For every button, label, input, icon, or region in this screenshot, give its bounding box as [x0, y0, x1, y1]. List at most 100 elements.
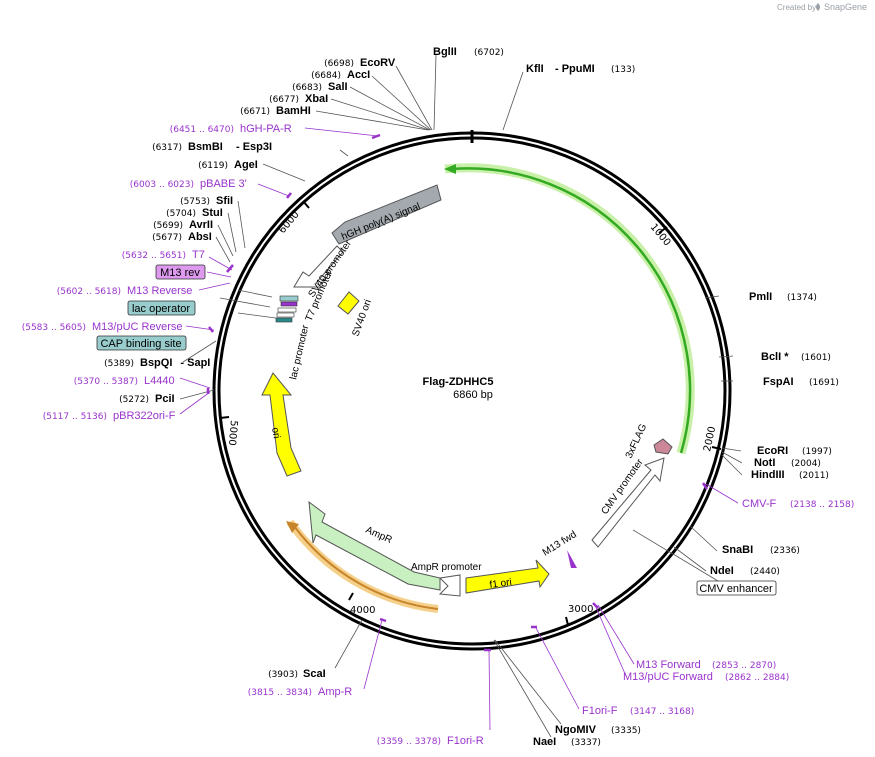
lac-promoter-label: lac promoter	[288, 323, 311, 380]
site-pos-bsmbi: (6317)	[152, 143, 182, 153]
primer-pos-pbabe3: (6003 .. 6023)	[130, 180, 194, 190]
tick-label-4000: 4000	[350, 605, 375, 616]
site-name-ecorv: EcoRV	[360, 57, 396, 69]
tick-6000	[302, 200, 310, 209]
ampr-label: AmpR	[364, 525, 394, 546]
credit-prefix: Created by	[777, 3, 816, 12]
site-name-hindiii: HindIII	[751, 469, 785, 481]
site-name-ngomiv: NgoMIV	[555, 724, 597, 736]
plasmid-name: Flag-ZDHHC5	[423, 376, 494, 388]
tick-5000	[219, 416, 230, 419]
primer-marks	[206, 133, 709, 652]
site-name-absi: AbsI	[188, 231, 212, 243]
site-pos-sali: (6683)	[292, 83, 322, 93]
hgh-polya-feature: hGH poly(A) signal	[331, 184, 442, 245]
site-name-stui: StuI	[202, 207, 223, 219]
primer-pos-m13puc-forward: (2862 .. 2884)	[725, 673, 789, 683]
m13-rev-label: M13 rev	[160, 267, 200, 279]
site-pos-avrii: (5699)	[153, 221, 183, 231]
site-name-pcii: PciI	[155, 393, 175, 405]
tick-label-5000: 5000	[226, 420, 239, 446]
f1-ori-feature: f1 ori	[465, 559, 550, 594]
site-name-sali: SalI	[328, 81, 348, 93]
cmv-promoter-feature: CMV promoter	[591, 457, 665, 548]
primer-pos-hgh-pa-r: (6451 .. 6470)	[170, 125, 234, 135]
flag-feature: 3xFLAG	[624, 422, 673, 460]
site-pos-pcii: (5272)	[119, 395, 149, 405]
sv40-ori-feature: SV40 ori	[337, 291, 374, 338]
site-name-fspai: FspAI	[763, 376, 794, 388]
site-name-ecori: EcoRI	[757, 445, 788, 457]
tick-3000	[565, 616, 569, 626]
primer-pos-amp-r: (3815 .. 3834)	[248, 688, 312, 698]
leader-lines	[179, 54, 743, 738]
cap-binding-site-label: CAP binding site	[100, 338, 181, 350]
site-pos-ndei: (2440)	[750, 567, 780, 577]
site-name-naei: NaeI	[533, 736, 556, 748]
primer-name-cmv-f: CMV-F	[742, 498, 777, 510]
site-name-agei: AgeI	[234, 159, 258, 171]
cmv-enhancer-label: CMV enhancer	[699, 583, 773, 595]
site-pos-ecori: (1997)	[802, 447, 832, 457]
tick-1000	[658, 226, 668, 234]
boxed-labels: M13 rev lac operator CAP binding site CM…	[96, 264, 777, 596]
primer-name-m13puc-forward: M13/pUC Forward	[623, 671, 713, 683]
site-pos-fspai: (1691)	[809, 378, 839, 388]
zdhhc5-arrow	[451, 167, 692, 454]
zdhhc5-highlight	[444, 163, 695, 455]
site-name-bsmbi: BsmBI	[188, 141, 223, 153]
site-name-scai: ScaI	[303, 668, 326, 680]
site-pos-kfli: (133)	[611, 65, 635, 75]
snapgene-credit: Created by SnapGene	[777, 2, 867, 12]
ampr-promoter-label: AmpR promoter	[411, 562, 482, 573]
site-name-sfii: SfiI	[216, 195, 233, 207]
primer-pos-f1ori-f: (3147 .. 3168)	[630, 707, 694, 717]
site-name-avrii: AvrII	[189, 219, 213, 231]
site-pos-absi: (5677)	[152, 233, 182, 243]
site-pos-pmli: (1374)	[787, 293, 817, 303]
primer-name-f1ori-f: F1ori-F	[582, 705, 618, 717]
site-pos-hindiii: (2011)	[799, 471, 829, 481]
m13-fwd-feature: M13 fwd	[541, 529, 579, 568]
ampr-promoter-feature: AmpR promoter	[411, 562, 482, 597]
site-name-noti: NotI	[754, 457, 775, 469]
site-name-sapi-visible: - SapI	[180, 357, 210, 369]
site-name-bcli: BclI *	[761, 351, 789, 363]
orange-arrowhead	[286, 521, 299, 533]
site-pos-scai: (3903)	[268, 670, 298, 680]
primer-pos-f1ori-r: (3359 .. 3378)	[377, 737, 441, 747]
site-pos-stui: (5704)	[166, 209, 196, 219]
primer-name-amp-r: Amp-R	[318, 686, 352, 698]
tick-label-6000: 6000	[277, 209, 302, 236]
primer-labels: (6451 .. 6470) hGH-PA-R (6003 .. 6023) p…	[22, 123, 855, 747]
primer-name-f1ori-r: F1ori-R	[447, 735, 484, 747]
site-name-bamhi: BamHI	[276, 105, 311, 117]
primer-name-m13-forward: M13 Forward	[636, 659, 701, 671]
primer-name-pbabe3: pBABE 3'	[200, 178, 247, 190]
ori-label: ori	[269, 427, 282, 440]
site-labels: (6698) EcoRV (6684) AccI (6683) SalI (66…	[104, 46, 839, 748]
primer-lines	[179, 127, 739, 731]
orange-arrow	[293, 525, 439, 610]
primer-pos-cmv-f: (2138 .. 2158)	[790, 500, 854, 510]
site-name-pmli: PmlI	[749, 291, 772, 303]
site-pos-acci: (6684)	[311, 71, 341, 81]
primer-name-l4440: L4440	[144, 375, 175, 387]
site-name-kfli: KflI	[526, 63, 544, 75]
site-pos-naei: (3337)	[571, 738, 601, 748]
site-pos-ngomiv: (3335)	[611, 726, 641, 736]
cap-binding-site-box	[96, 335, 187, 351]
primer-pos-l4440: (5370 .. 5387)	[74, 377, 138, 387]
tick-label-2000: 2000	[702, 425, 718, 452]
site-pos-snabi: (2336)	[770, 546, 800, 556]
ampr-feature: AmpR	[308, 500, 441, 591]
flag-label: 3xFLAG	[624, 422, 650, 460]
cmv-enhancer-box	[696, 580, 777, 596]
primer-name-m13-reverse: M13 Reverse	[127, 285, 192, 297]
site-name-bglii: BglII	[433, 46, 457, 58]
site-name-ppumi: - PpuMI	[555, 63, 595, 75]
site-pos-sfii: (5753)	[180, 197, 210, 207]
primer-name-hgh-pa-r: hGH-PA-R	[240, 123, 292, 135]
zdhhc5-arrowhead	[444, 164, 456, 174]
m13-fwd-label: M13 fwd	[541, 529, 579, 558]
